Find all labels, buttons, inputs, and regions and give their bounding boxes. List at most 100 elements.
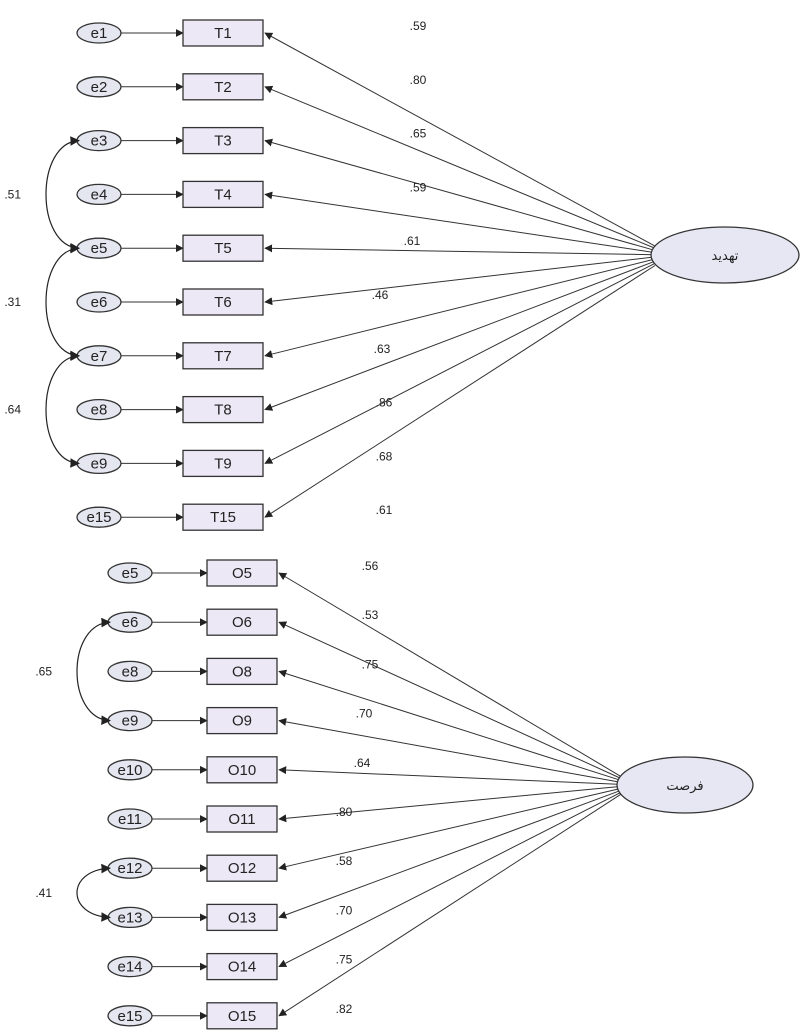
observed-variable-label: O11 <box>228 811 255 828</box>
loading-path <box>278 669 622 781</box>
error-term-label: e4 <box>91 186 108 203</box>
indicator-o10: e10 O10 .64 <box>107 756 622 785</box>
observed-variable-label: T7 <box>214 348 232 365</box>
loading-value: .53 <box>362 608 379 622</box>
observed-variable-label: T9 <box>214 455 232 472</box>
latent-ellipse <box>650 226 800 284</box>
observed-variable-o12 <box>206 854 278 882</box>
covariance-curve <box>45 243 80 361</box>
observed-variable-o9 <box>206 706 278 735</box>
latent-ellipse <box>616 756 754 814</box>
loading-path <box>278 717 622 783</box>
loading-path <box>264 244 656 256</box>
indicator-o12: e12 O12 .58 <box>107 787 622 882</box>
observed-variable-label: O12 <box>228 860 256 877</box>
loading-path <box>264 256 656 306</box>
error-term-label: e11 <box>118 811 142 828</box>
covariance-value: .64 <box>4 403 21 417</box>
observed-variable-o14 <box>206 952 278 981</box>
observed-variable-label: T1 <box>214 25 232 42</box>
error-term-label: e3 <box>91 133 108 150</box>
loading-path <box>264 262 656 464</box>
error-term-label: e6 <box>91 294 108 311</box>
loading-path <box>264 32 656 247</box>
covariance-e3-e5: .51 <box>4 136 80 253</box>
observed-variable-label: O6 <box>232 614 252 631</box>
loading-value: .58 <box>336 854 353 868</box>
latent-label: فرصت <box>666 778 703 794</box>
observed-variable-t8 <box>182 395 264 424</box>
loading-value: .61 <box>376 503 393 517</box>
error-term-label: e2 <box>91 79 108 96</box>
loading-path <box>264 258 656 358</box>
loading-path <box>278 789 622 919</box>
loading-value: .75 <box>336 953 353 967</box>
observed-variable-label: T2 <box>214 79 232 96</box>
error-term-label: e13 <box>117 909 142 926</box>
covariance-value: .65 <box>35 664 52 678</box>
observed-variable-label: O9 <box>232 713 252 730</box>
indicator-o14: e14 O14 .75 <box>107 791 622 981</box>
loading-value: .59 <box>410 19 427 33</box>
loading-path <box>278 785 622 823</box>
indicator-t5: e5 T5 .61 <box>76 234 656 262</box>
loading-path <box>278 787 622 871</box>
observed-variable-label: T3 <box>214 133 232 150</box>
observed-variable-t1 <box>182 19 264 47</box>
observed-variable-t5 <box>182 234 264 262</box>
observed-variable-label: O10 <box>228 762 256 779</box>
error-term-label: e5 <box>91 240 108 257</box>
indicator-t6: e6 T6 .46 <box>76 256 656 316</box>
error-term-label: e7 <box>91 348 108 365</box>
covariance-value: .51 <box>4 187 21 201</box>
latent-variable: تهدید <box>650 226 800 284</box>
loading-value: .68 <box>376 449 393 463</box>
observed-variable-label: T6 <box>214 294 232 311</box>
covariance-e12-e13: .41 <box>35 863 111 922</box>
error-term-label: e12 <box>117 860 142 877</box>
loading-path <box>278 621 622 779</box>
covariance-e6-e9: .65 <box>35 617 111 725</box>
loading-value: .61 <box>404 234 421 248</box>
observed-variable-label: O8 <box>232 663 252 680</box>
observed-variable-o15 <box>206 1002 278 1030</box>
indicator-o11: e11 O11 .80 <box>107 785 622 833</box>
observed-variable-t3 <box>182 126 264 155</box>
covariance-value: .41 <box>35 886 52 900</box>
loading-value: .46 <box>372 288 389 302</box>
error-term-label: e10 <box>117 762 142 779</box>
loading-value: .65 <box>410 127 427 141</box>
latent-label: تهدید <box>712 248 739 264</box>
loading-path <box>264 191 656 254</box>
observed-variable-label: O5 <box>232 565 252 582</box>
loading-path <box>278 791 622 968</box>
observed-variable-t15 <box>182 503 264 531</box>
observed-variable-label: O14 <box>228 959 256 976</box>
loading-path <box>278 572 622 777</box>
observed-variable-label: T5 <box>214 240 232 257</box>
loading-value: .64 <box>354 756 371 770</box>
observed-variable-label: O13 <box>228 909 256 926</box>
observed-variable-label: T8 <box>214 402 232 419</box>
covariance-e5-e7: .31 <box>4 243 80 361</box>
loading-path <box>278 766 622 785</box>
observed-variable-o5 <box>206 559 278 587</box>
loading-value: .80 <box>336 805 353 819</box>
covariance-curve <box>76 617 111 725</box>
observed-variable-o13 <box>206 903 278 932</box>
error-term-label: e14 <box>117 959 142 976</box>
loading-value: .82 <box>336 1002 353 1016</box>
